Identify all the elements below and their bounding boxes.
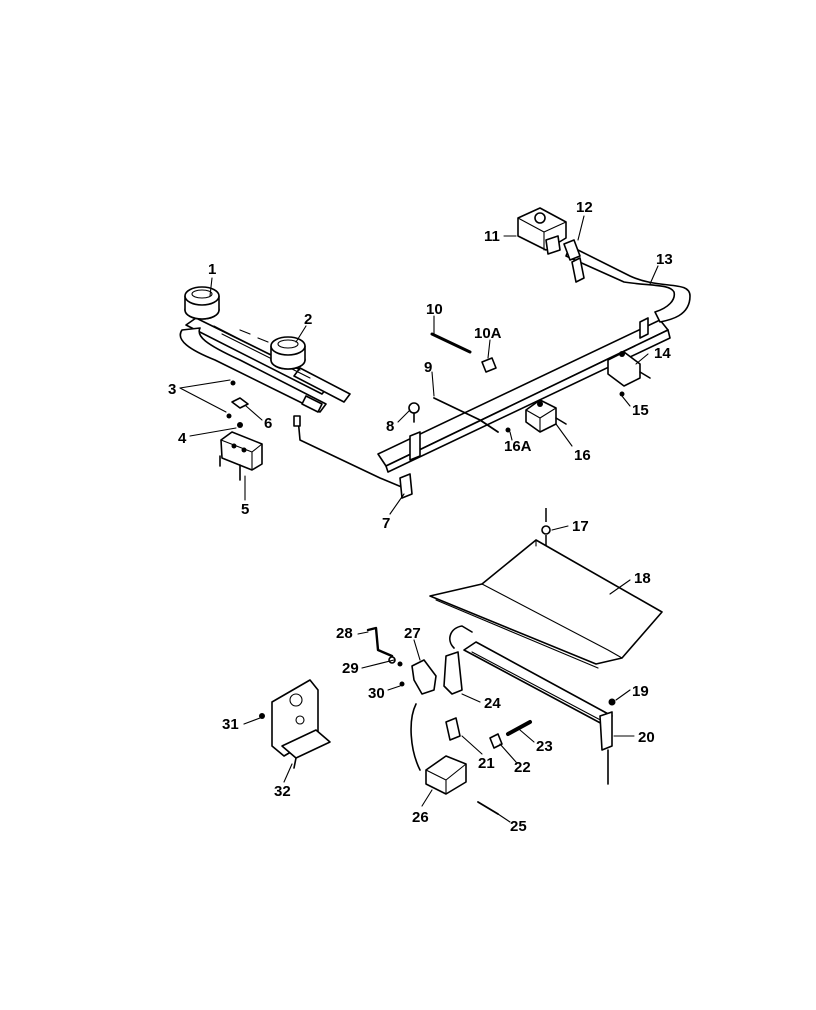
burner-bracket bbox=[219, 380, 263, 481]
label-7: 7 bbox=[382, 515, 390, 532]
burner-head-1 bbox=[184, 286, 220, 320]
lower-parts bbox=[366, 626, 532, 815]
label-18: 18 bbox=[634, 570, 651, 587]
label-12: 12 bbox=[576, 199, 593, 216]
label-5: 5 bbox=[241, 501, 249, 518]
label-20: 20 bbox=[638, 729, 655, 746]
label-14: 14 bbox=[654, 345, 671, 362]
label-27: 27 bbox=[404, 625, 421, 642]
label-10: 10 bbox=[426, 301, 443, 318]
label-17: 17 bbox=[572, 518, 589, 535]
label-16: 16 bbox=[574, 447, 591, 464]
regulator-11 bbox=[517, 207, 567, 255]
valve-14 bbox=[607, 351, 651, 387]
tube-7 bbox=[293, 415, 413, 499]
label-24: 24 bbox=[484, 695, 501, 712]
top-burner-assembly bbox=[179, 286, 351, 413]
label-9: 9 bbox=[424, 359, 432, 376]
label-19: 19 bbox=[632, 683, 649, 700]
small-parts-top bbox=[408, 332, 625, 433]
mounting-bracket bbox=[259, 679, 331, 769]
label-25: 25 bbox=[510, 818, 527, 835]
label-32: 32 bbox=[274, 783, 291, 800]
label-11: 11 bbox=[484, 228, 500, 245]
burner-head-2 bbox=[270, 336, 306, 370]
label-22: 22 bbox=[514, 759, 531, 776]
label-10a: 10A bbox=[474, 325, 502, 342]
label-23: 23 bbox=[536, 738, 553, 755]
label-29: 29 bbox=[342, 660, 359, 677]
label-6: 6 bbox=[264, 415, 272, 432]
label-13: 13 bbox=[656, 251, 673, 268]
manifold-pipe bbox=[377, 239, 691, 473]
label-8: 8 bbox=[386, 418, 394, 435]
label-31: 31 bbox=[222, 716, 239, 733]
label-3: 3 bbox=[168, 381, 176, 398]
label-21: 21 bbox=[478, 755, 495, 772]
label-4: 4 bbox=[178, 430, 187, 447]
label-28: 28 bbox=[336, 625, 353, 642]
label-16a: 16A bbox=[504, 438, 532, 455]
broiler-assembly bbox=[429, 508, 663, 785]
label-26: 26 bbox=[412, 809, 429, 826]
valve-16 bbox=[525, 399, 567, 433]
label-2: 2 bbox=[304, 311, 312, 328]
callout-labels: 1 2 3 4 5 6 7 8 9 10 10A 11 12 13 14 15 … bbox=[168, 199, 673, 835]
label-1: 1 bbox=[208, 261, 216, 278]
label-15: 15 bbox=[632, 402, 649, 419]
leader-lines bbox=[179, 215, 659, 823]
label-30: 30 bbox=[368, 685, 385, 702]
